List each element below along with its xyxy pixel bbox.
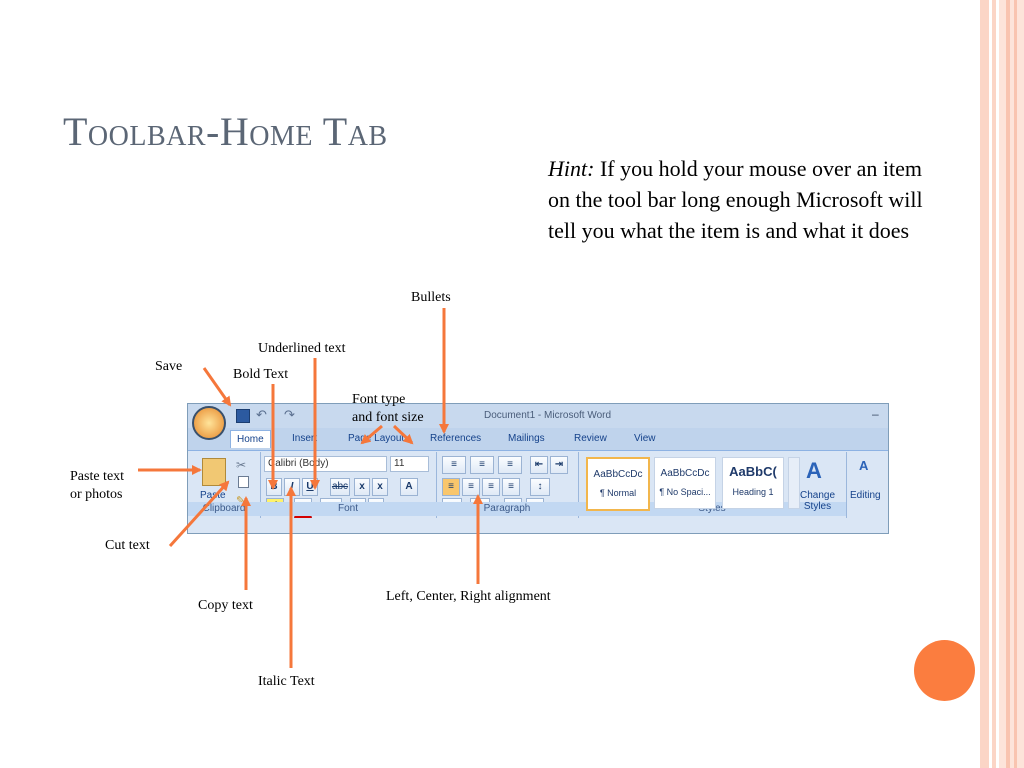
line-spacing-button[interactable]: ↕ [530, 478, 550, 496]
font-size-box[interactable]: 11 [390, 456, 429, 472]
redo-icon[interactable]: ↷ [284, 407, 295, 422]
tab-review[interactable]: Review [574, 433, 607, 444]
align-left-button[interactable]: ≡ [442, 478, 460, 496]
deco-stripe-2 [992, 0, 996, 768]
paste-label[interactable]: Paste [200, 490, 226, 501]
callout-bullets: Bullets [411, 290, 451, 305]
align-center-button[interactable]: ≡ [462, 478, 480, 496]
editing-icon[interactable]: A [859, 458, 869, 473]
hint-body: If you hold your mouse over an item on t… [548, 156, 923, 243]
deco-stripe-4 [1006, 0, 1010, 768]
format-painter-icon[interactable]: ✎ [236, 495, 246, 507]
tab-mailings[interactable]: Mailings [508, 433, 545, 444]
deco-stripe-3 [999, 0, 1024, 768]
font-group: Calibri (Body) 11 B I U abc x x A ab A A… [260, 452, 437, 518]
cut-icon[interactable]: ✂ [236, 458, 247, 472]
callout-alignment: Left, Center, Right alignment [386, 589, 551, 604]
change-styles-icon[interactable]: A [806, 458, 822, 483]
bullets-button[interactable]: ≡ [442, 456, 466, 474]
style-normal[interactable]: AaBbCcDc¶ Normal [586, 457, 650, 511]
callout-underlined-text: Underlined text [258, 341, 346, 356]
word-ribbon-screenshot: ↶ ↷ Document1 - Microsoft Word – Home In… [187, 403, 889, 534]
align-right-button[interactable]: ≡ [482, 478, 500, 496]
tab-view[interactable]: View [634, 433, 656, 444]
callout-cut-text: Cut text [105, 538, 150, 553]
multilevel-list-button[interactable]: ≡ [498, 456, 522, 474]
justify-button[interactable]: ≡ [502, 478, 520, 496]
arrow-font-size [392, 424, 414, 445]
save-icon[interactable] [236, 409, 250, 423]
window-title: Document1 - Microsoft Word [484, 410, 612, 421]
callout-italic-text: Italic Text [258, 674, 315, 689]
arrow-save [202, 367, 232, 407]
hint-label: Hint: [548, 156, 595, 181]
decrease-indent-button[interactable]: ⇤ [530, 456, 548, 474]
tab-home[interactable]: Home [230, 430, 271, 448]
deco-stripe-1 [980, 0, 989, 768]
callout-save: Save [155, 359, 183, 374]
subscript-button[interactable]: x [354, 478, 370, 496]
minimize-button[interactable]: – [872, 407, 879, 421]
font-group-label: Font [260, 502, 436, 516]
style-no-spacing[interactable]: AaBbCcDc¶ No Spaci... [654, 457, 716, 509]
style-heading-1[interactable]: AaBbC(Heading 1 [722, 457, 784, 509]
slide-title: Toolbar-Home Tab [63, 109, 388, 154]
copy-icon[interactable] [238, 476, 249, 488]
quick-access-toolbar: ↶ ↷ Document1 - Microsoft Word – [188, 404, 888, 440]
numbering-button[interactable]: ≡ [470, 456, 494, 474]
tab-insert[interactable]: Insert [292, 433, 318, 444]
strikethrough-button[interactable]: abc [330, 478, 350, 496]
editing-group: A Editing [846, 452, 888, 518]
clear-formatting-button[interactable]: A [400, 478, 418, 496]
arrow-font-type [360, 424, 383, 445]
editing-label[interactable]: Editing [850, 490, 881, 501]
office-button[interactable] [192, 406, 226, 440]
callout-bold-text: Bold Text [233, 367, 289, 382]
font-name-box[interactable]: Calibri (Body) [264, 456, 387, 472]
increase-indent-button[interactable]: ⇥ [550, 456, 568, 474]
tab-references[interactable]: References [430, 433, 482, 444]
arrow-cut [168, 480, 230, 548]
callout-copy-text: Copy text [198, 598, 253, 613]
tab-page-layout[interactable]: Page Layout [348, 433, 405, 444]
deco-stripe-5 [1014, 0, 1017, 768]
paragraph-group: ≡ ≡ ≡ ⇤ ⇥ ≡ ≡ ≡ ≡ ↕ ◊ □ ↓ ¶ Paragraph [436, 452, 579, 518]
undo-icon[interactable]: ↶ [256, 407, 267, 422]
paragraph-group-label: Paragraph [436, 502, 578, 516]
superscript-button[interactable]: x [372, 478, 388, 496]
ribbon-tabs: Home Insert Page Layout References Maili… [188, 428, 888, 451]
hint-text-block: Hint: If you hold your mouse over an ite… [548, 153, 923, 246]
accent-circle [914, 640, 975, 701]
styles-scroll-arrows[interactable] [788, 457, 800, 509]
